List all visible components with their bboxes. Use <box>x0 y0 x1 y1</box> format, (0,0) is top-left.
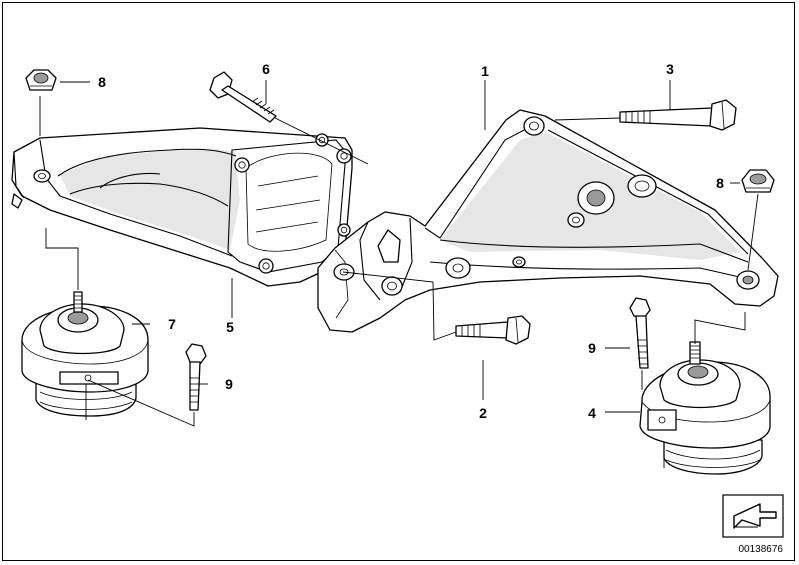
engine-mount-left[interactable] <box>21 291 149 417</box>
callout-7: 7 <box>168 316 176 332</box>
callout-1: 1 <box>481 63 489 79</box>
return-arrow-icon[interactable] <box>722 494 784 538</box>
callout-6: 6 <box>262 61 270 77</box>
callout-8-right: 8 <box>716 175 724 191</box>
bolt-3[interactable] <box>619 99 737 131</box>
callout-8-left: 8 <box>98 74 106 90</box>
engine-bracket-left[interactable] <box>11 127 353 287</box>
bolt-2[interactable] <box>455 315 531 345</box>
callout-4: 4 <box>588 405 596 421</box>
bolt-9-right[interactable] <box>629 297 651 369</box>
assembly-axis-lines <box>39 96 759 468</box>
callout-9-left: 9 <box>225 376 233 392</box>
callouts: 1 2 3 4 5 6 7 8 8 9 9 <box>98 61 724 421</box>
nut-8-right[interactable] <box>741 169 775 193</box>
callout-5: 5 <box>226 319 234 335</box>
nut-8-left[interactable] <box>25 69 57 91</box>
support-arm-right[interactable] <box>317 109 779 333</box>
catalog-number: 00138676 <box>739 544 784 555</box>
bolt-9-left[interactable] <box>185 343 207 411</box>
engine-mount-right[interactable] <box>639 341 771 475</box>
callout-3: 3 <box>666 61 674 77</box>
callout-2: 2 <box>479 405 487 421</box>
callout-9-right: 9 <box>588 340 596 356</box>
leader-lines <box>60 80 740 413</box>
bolt-6[interactable] <box>209 71 277 123</box>
